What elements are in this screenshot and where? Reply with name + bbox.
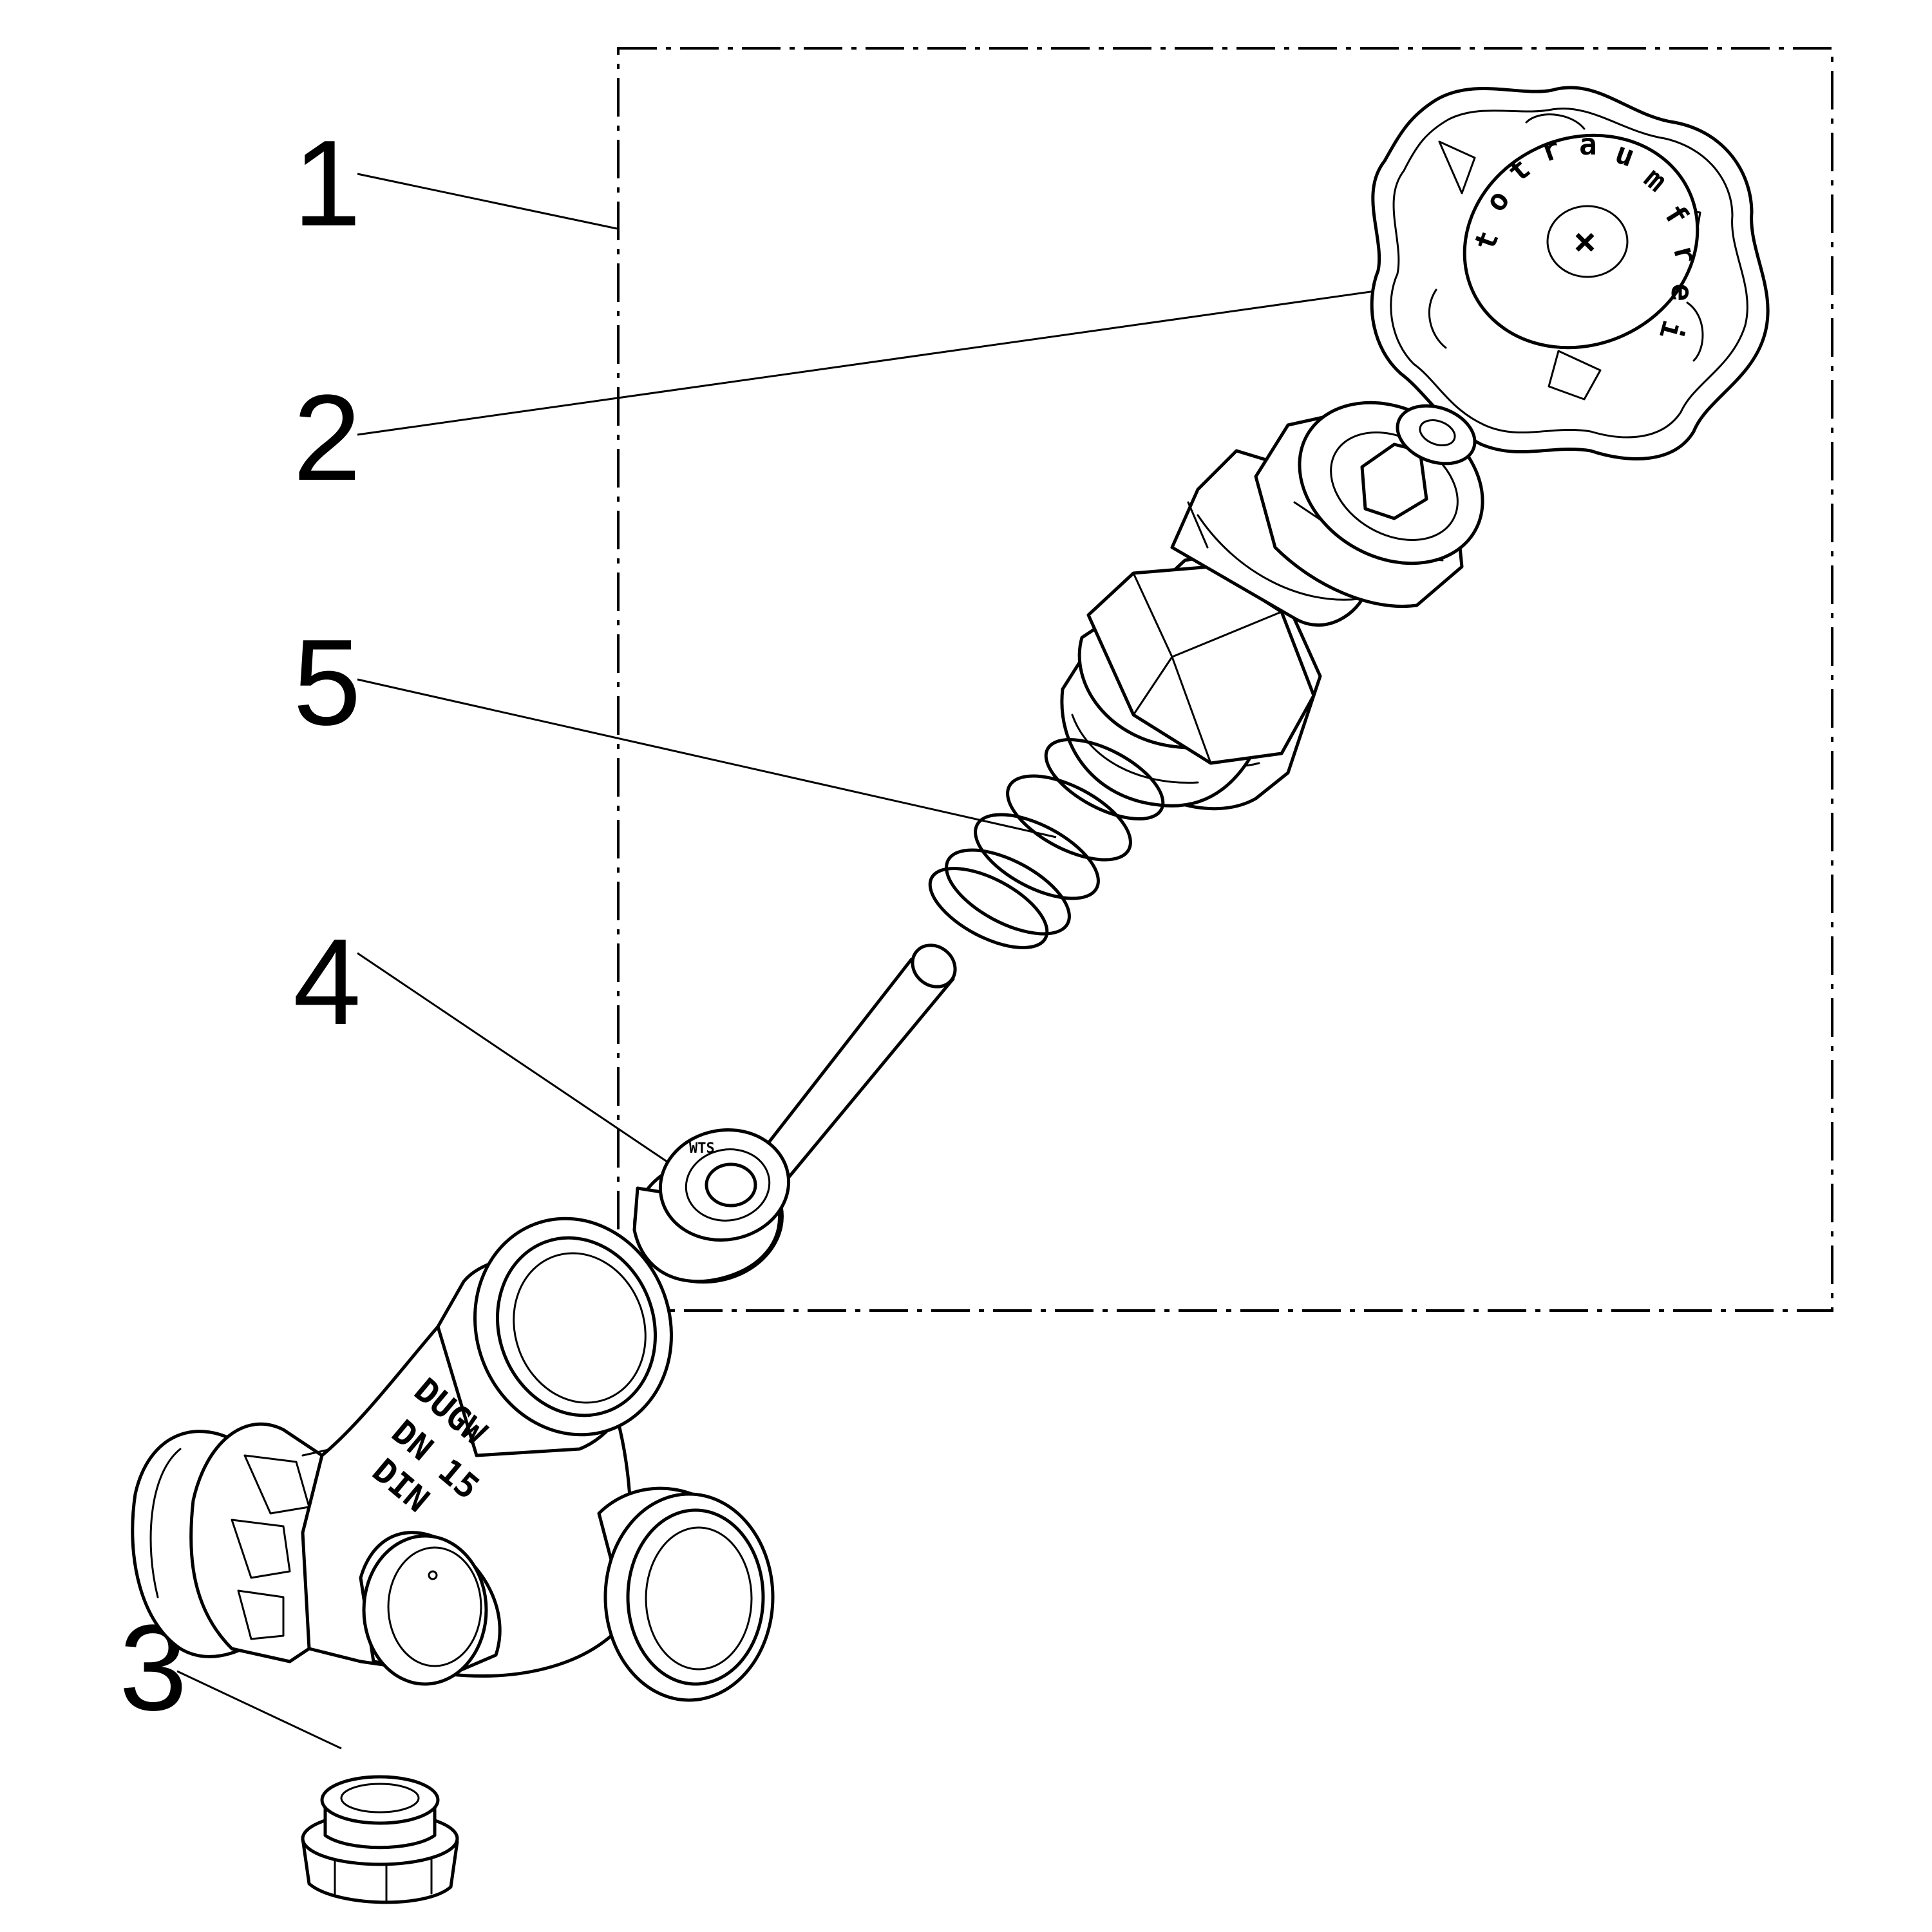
callout-4: 4 — [293, 914, 361, 1050]
disc-marking: WTS — [689, 1141, 715, 1157]
callout-2: 2 — [293, 370, 361, 506]
leader-2 — [357, 285, 1408, 436]
leader-1 — [357, 173, 618, 230]
leader-4 — [357, 952, 674, 1167]
callout-5: 5 — [293, 614, 361, 751]
headpiece-cartridge — [1060, 401, 1484, 811]
handwheel-cross-mark: × — [1573, 219, 1596, 264]
valve-disc-stem: WTS — [632, 943, 957, 1284]
valve-body: DUGW DN 15 DIN — [131, 1217, 775, 1702]
assembly-boundary — [617, 47, 1833, 1312]
drain-plug — [301, 1775, 459, 1904]
handwheel-letter: a — [1579, 127, 1597, 162]
handwheel: × t o t r a u m f r e i — [1370, 86, 1770, 460]
callout-1: 1 — [293, 115, 361, 252]
leader-3 — [176, 1670, 342, 1750]
leader-5 — [357, 678, 1057, 838]
handwheel-letter: e — [1665, 283, 1700, 301]
spring — [928, 737, 1165, 950]
